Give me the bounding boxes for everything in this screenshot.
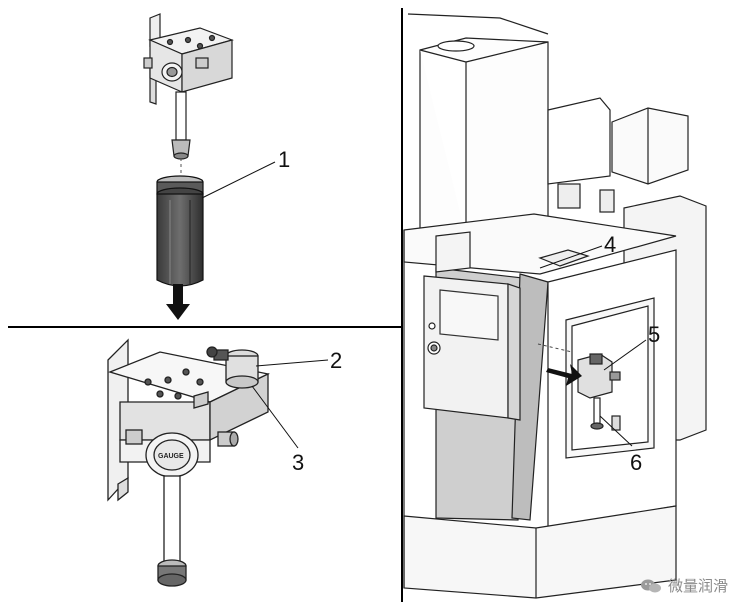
removal-arrow — [166, 284, 190, 320]
filter-bowl — [156, 175, 204, 287]
callout-2-leader — [255, 359, 329, 367]
callout-4: 4 — [604, 232, 616, 257]
callout-6-leader — [599, 415, 633, 447]
callout-3-leader — [251, 385, 299, 449]
callout-1-leader — [201, 161, 276, 199]
watermark-text: 微量润滑 — [667, 577, 728, 595]
callout-1: 1 — [278, 147, 290, 172]
wechat-icon — [640, 579, 661, 592]
callout-3: 3 — [292, 450, 304, 475]
panel-dividers — [8, 8, 403, 602]
callout-5: 5 — [648, 322, 660, 347]
callout-6: 6 — [630, 450, 642, 475]
watermark: 微量润滑 — [640, 575, 728, 596]
callout-2: 2 — [330, 348, 342, 373]
callout-5-leader — [603, 339, 647, 371]
gauge-label: GAUGE — [158, 453, 184, 460]
location-arrow — [546, 364, 582, 386]
machine-overview — [403, 13, 707, 599]
filter-regulator-top — [143, 13, 234, 160]
regulator-detail — [107, 338, 271, 587]
callout-4-leader — [539, 245, 603, 269]
